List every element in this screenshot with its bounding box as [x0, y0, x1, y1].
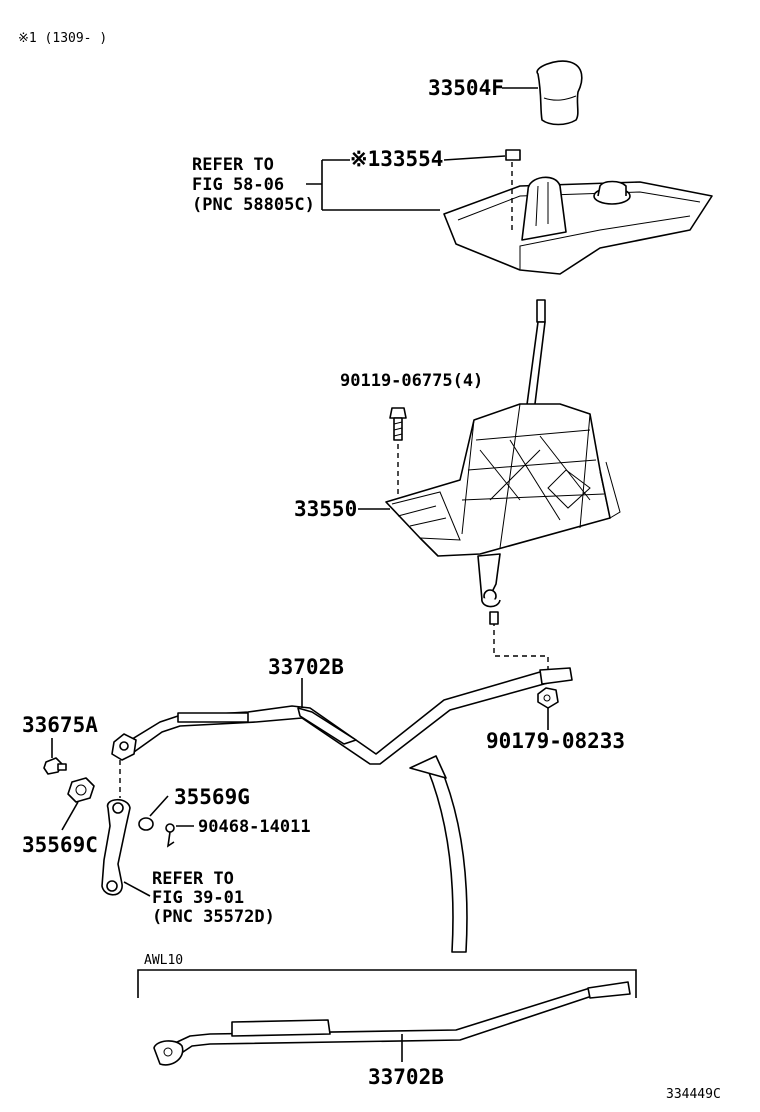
leader-refer-bottom — [123, 881, 151, 897]
label-90119-06775: 90119-06775(4) — [340, 371, 483, 391]
shift-cable-upper-part — [111, 667, 573, 765]
label-33550: 33550 — [294, 497, 357, 521]
shift-arm-part — [101, 798, 131, 896]
leader-refer-top — [306, 159, 440, 211]
label-33504F: 33504F — [428, 76, 504, 100]
variant-bracket — [137, 969, 637, 998]
bolt-90119-part — [389, 407, 407, 441]
label-35569G: 35569G — [174, 785, 250, 809]
refer-top-line1: REFER TO — [192, 155, 274, 175]
label-90179-08233: 90179-08233 — [486, 729, 625, 753]
refer-bottom-line1: REFER TO — [152, 869, 234, 889]
figure-code: 334449C — [666, 1087, 721, 1102]
label-AWL10: AWL10 — [144, 953, 183, 968]
bushing-35569C-part — [67, 777, 95, 803]
shift-knob-part — [536, 60, 583, 126]
boot-ring-part — [505, 149, 521, 161]
header-note: ※1 (1309- ) — [18, 31, 107, 46]
label-35569C: 35569C — [22, 833, 98, 857]
pin-33550-part — [489, 611, 499, 625]
refer-bottom-line2: FIG 39-01 — [152, 888, 244, 908]
refer-top-line2: FIG 58-06 — [192, 175, 284, 195]
shift-rod-part — [525, 299, 546, 413]
clip-pin-90468-part — [165, 823, 175, 848]
leader-35569C — [61, 801, 79, 831]
bushing-35569G-part — [138, 817, 154, 831]
leader-35569G — [149, 795, 169, 817]
refer-top-line3: (PNC 58805C) — [192, 195, 315, 215]
nut-90179-part — [537, 687, 559, 709]
leader-33554 — [443, 155, 506, 161]
label-90468-14011: 90468-14011 — [198, 817, 311, 837]
clip-33675A-part — [43, 757, 67, 775]
label-33554: ※133554 — [350, 147, 443, 171]
indicator-housing-part — [443, 176, 713, 275]
shift-cable-lower-part — [153, 981, 631, 1066]
dash-lever-link — [493, 612, 549, 672]
label-33702B-upper: 33702B — [268, 655, 344, 679]
label-33675A: 33675A — [22, 713, 98, 737]
label-33702B-lower: 33702B — [368, 1065, 444, 1089]
lever-assembly-part — [385, 403, 621, 608]
arrow-curve-icon — [409, 755, 468, 953]
refer-bottom-line3: (PNC 35572D) — [152, 907, 275, 927]
